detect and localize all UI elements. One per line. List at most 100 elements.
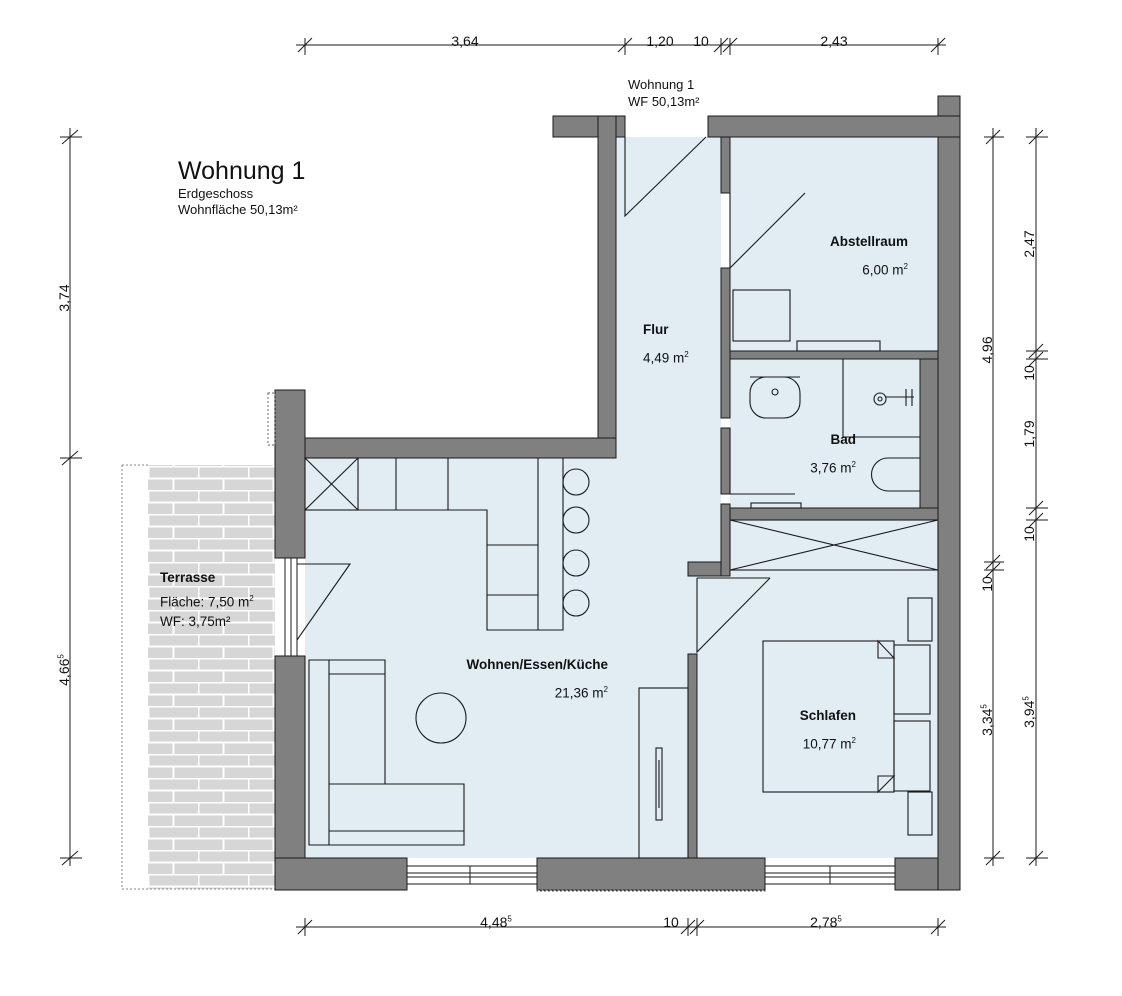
kitchen-sink-box [304, 457, 359, 511]
room-schlafen: Schlafen 10,77 m2 [776, 707, 856, 753]
wall-flur-east-upper [720, 136, 731, 194]
dim-right-outer-3: 1,79 [1021, 420, 1037, 448]
windows [284, 557, 896, 885]
nightstand [907, 597, 933, 642]
dim-right-inner-1: 4,96 [979, 336, 995, 364]
door-abstellraum [729, 192, 806, 270]
wall-closet-west [720, 503, 731, 577]
apartment-title: Wohnung 1 [178, 157, 306, 185]
living-area-label: Wohnfläche 50,13m² [178, 202, 298, 217]
storage-box [732, 289, 791, 342]
wall-bad-east [919, 358, 939, 515]
storage-shelf [796, 340, 881, 352]
room-schlafen-area: 10,77 m [802, 736, 852, 752]
bed [762, 640, 895, 793]
entrance-label: Wohnung 1 WF 50,13m² [628, 76, 700, 110]
dim-top-4: 2,43 [820, 33, 848, 49]
terrace-paving [148, 465, 275, 889]
dim-right-outer-4: 10 [1021, 526, 1037, 542]
flur-lower-floor [616, 458, 721, 570]
dim-right-outer-2: 10 [1021, 365, 1037, 381]
wall-bottom-mid [536, 857, 766, 891]
bar-stool [562, 468, 590, 496]
pillow [893, 644, 931, 715]
room-wohnen: Wohnen/Essen/Küche 21,36 m2 [440, 656, 608, 702]
room-flur-area: 4,49 m [643, 350, 685, 366]
room-bad: Bad 3,76 m2 [780, 431, 856, 477]
room-flur-exp: 2 [684, 350, 689, 359]
wardrobe-handle [655, 747, 663, 821]
room-schlafen-exp: 2 [851, 736, 856, 745]
room-flur-name: Flur [643, 322, 669, 337]
wall-bad-south [729, 507, 939, 521]
abstellraum-floor [730, 137, 938, 351]
wall-bottom-left [274, 857, 408, 891]
walls [274, 95, 961, 891]
door-terrasse [296, 563, 352, 641]
bad-floor [730, 359, 920, 508]
bad-radiator [750, 502, 802, 509]
wall-schlafen-west [687, 653, 698, 859]
dim-bottom-2: 10 [663, 914, 679, 930]
dim-top-2: 1,20 [646, 33, 674, 49]
door-schlafen [696, 577, 771, 654]
wall-west-lower [274, 655, 306, 891]
glass-line-bottom [536, 889, 766, 892]
pillow [893, 720, 931, 792]
room-bad-name: Bad [830, 432, 856, 447]
round-table [415, 692, 467, 744]
shower-area [842, 359, 920, 438]
sofa [308, 659, 465, 846]
dim-right-outer-1: 2,47 [1021, 230, 1037, 258]
room-wohnen-exp: 2 [603, 685, 608, 694]
room-bad-area: 3,76 m [810, 460, 852, 476]
kitchen-counter [305, 457, 564, 631]
dim-bottom-1: 4,485 [480, 914, 512, 930]
room-bad-exp: 2 [851, 460, 856, 469]
bad-fixtures [749, 359, 920, 509]
wall-wohnen-north [274, 437, 617, 459]
dimension-lines [60, 37, 1048, 936]
room-abstellraum-area: 6,00 m [862, 262, 904, 278]
room-wohnen-name: Wohnen/Essen/Küche [466, 657, 608, 672]
room-terrasse-name: Terrasse [160, 570, 216, 585]
wall-west-upper [274, 389, 306, 559]
window-wohnen [406, 865, 538, 885]
door-entrance [624, 136, 707, 218]
kitchen [304, 457, 590, 631]
bar-stool [562, 589, 590, 617]
bar-stool [562, 506, 590, 534]
closet [729, 519, 939, 571]
room-abstellraum: Abstellraum 6,00 m2 [790, 233, 908, 279]
wall-flur-west [597, 115, 617, 439]
room-wohnen-area: 21,36 m [554, 685, 604, 701]
nightstand [907, 791, 933, 836]
flur-floor [616, 137, 721, 462]
toilet [870, 457, 920, 492]
dim-right-inner-2: 10 [979, 576, 995, 592]
dim-left-2: 4,665 [56, 654, 72, 686]
floor-areas [305, 137, 938, 858]
door-bad [729, 428, 795, 495]
dim-top-1: 3,64 [451, 33, 479, 49]
wall-abstell-bad [729, 350, 939, 360]
terrace-window-left [267, 392, 276, 446]
room-terrasse-wf: WF: 3,75m² [160, 613, 231, 629]
bedroom-furniture [762, 597, 933, 836]
shower-drain [873, 392, 887, 406]
dim-top-3: 10 [693, 33, 709, 49]
wall-top-right [707, 115, 961, 138]
room-abstellraum-exp: 2 [903, 262, 908, 271]
living-furniture [308, 659, 689, 859]
room-schlafen-name: Schlafen [799, 708, 856, 723]
wall-east [937, 95, 961, 891]
dim-right-inner-3: 3,345 [979, 704, 995, 736]
room-terrasse-exp: 2 [249, 594, 254, 603]
room-abstellraum-name: Abstellraum [829, 234, 908, 249]
room-terrasse-flaeche: Fläche: 7,50 m [160, 594, 250, 610]
wall-corner-stub [687, 561, 722, 577]
dim-right-outer-5: 3,945 [1021, 696, 1037, 728]
abstellraum-furniture [732, 289, 881, 352]
wardrobe [638, 687, 689, 859]
